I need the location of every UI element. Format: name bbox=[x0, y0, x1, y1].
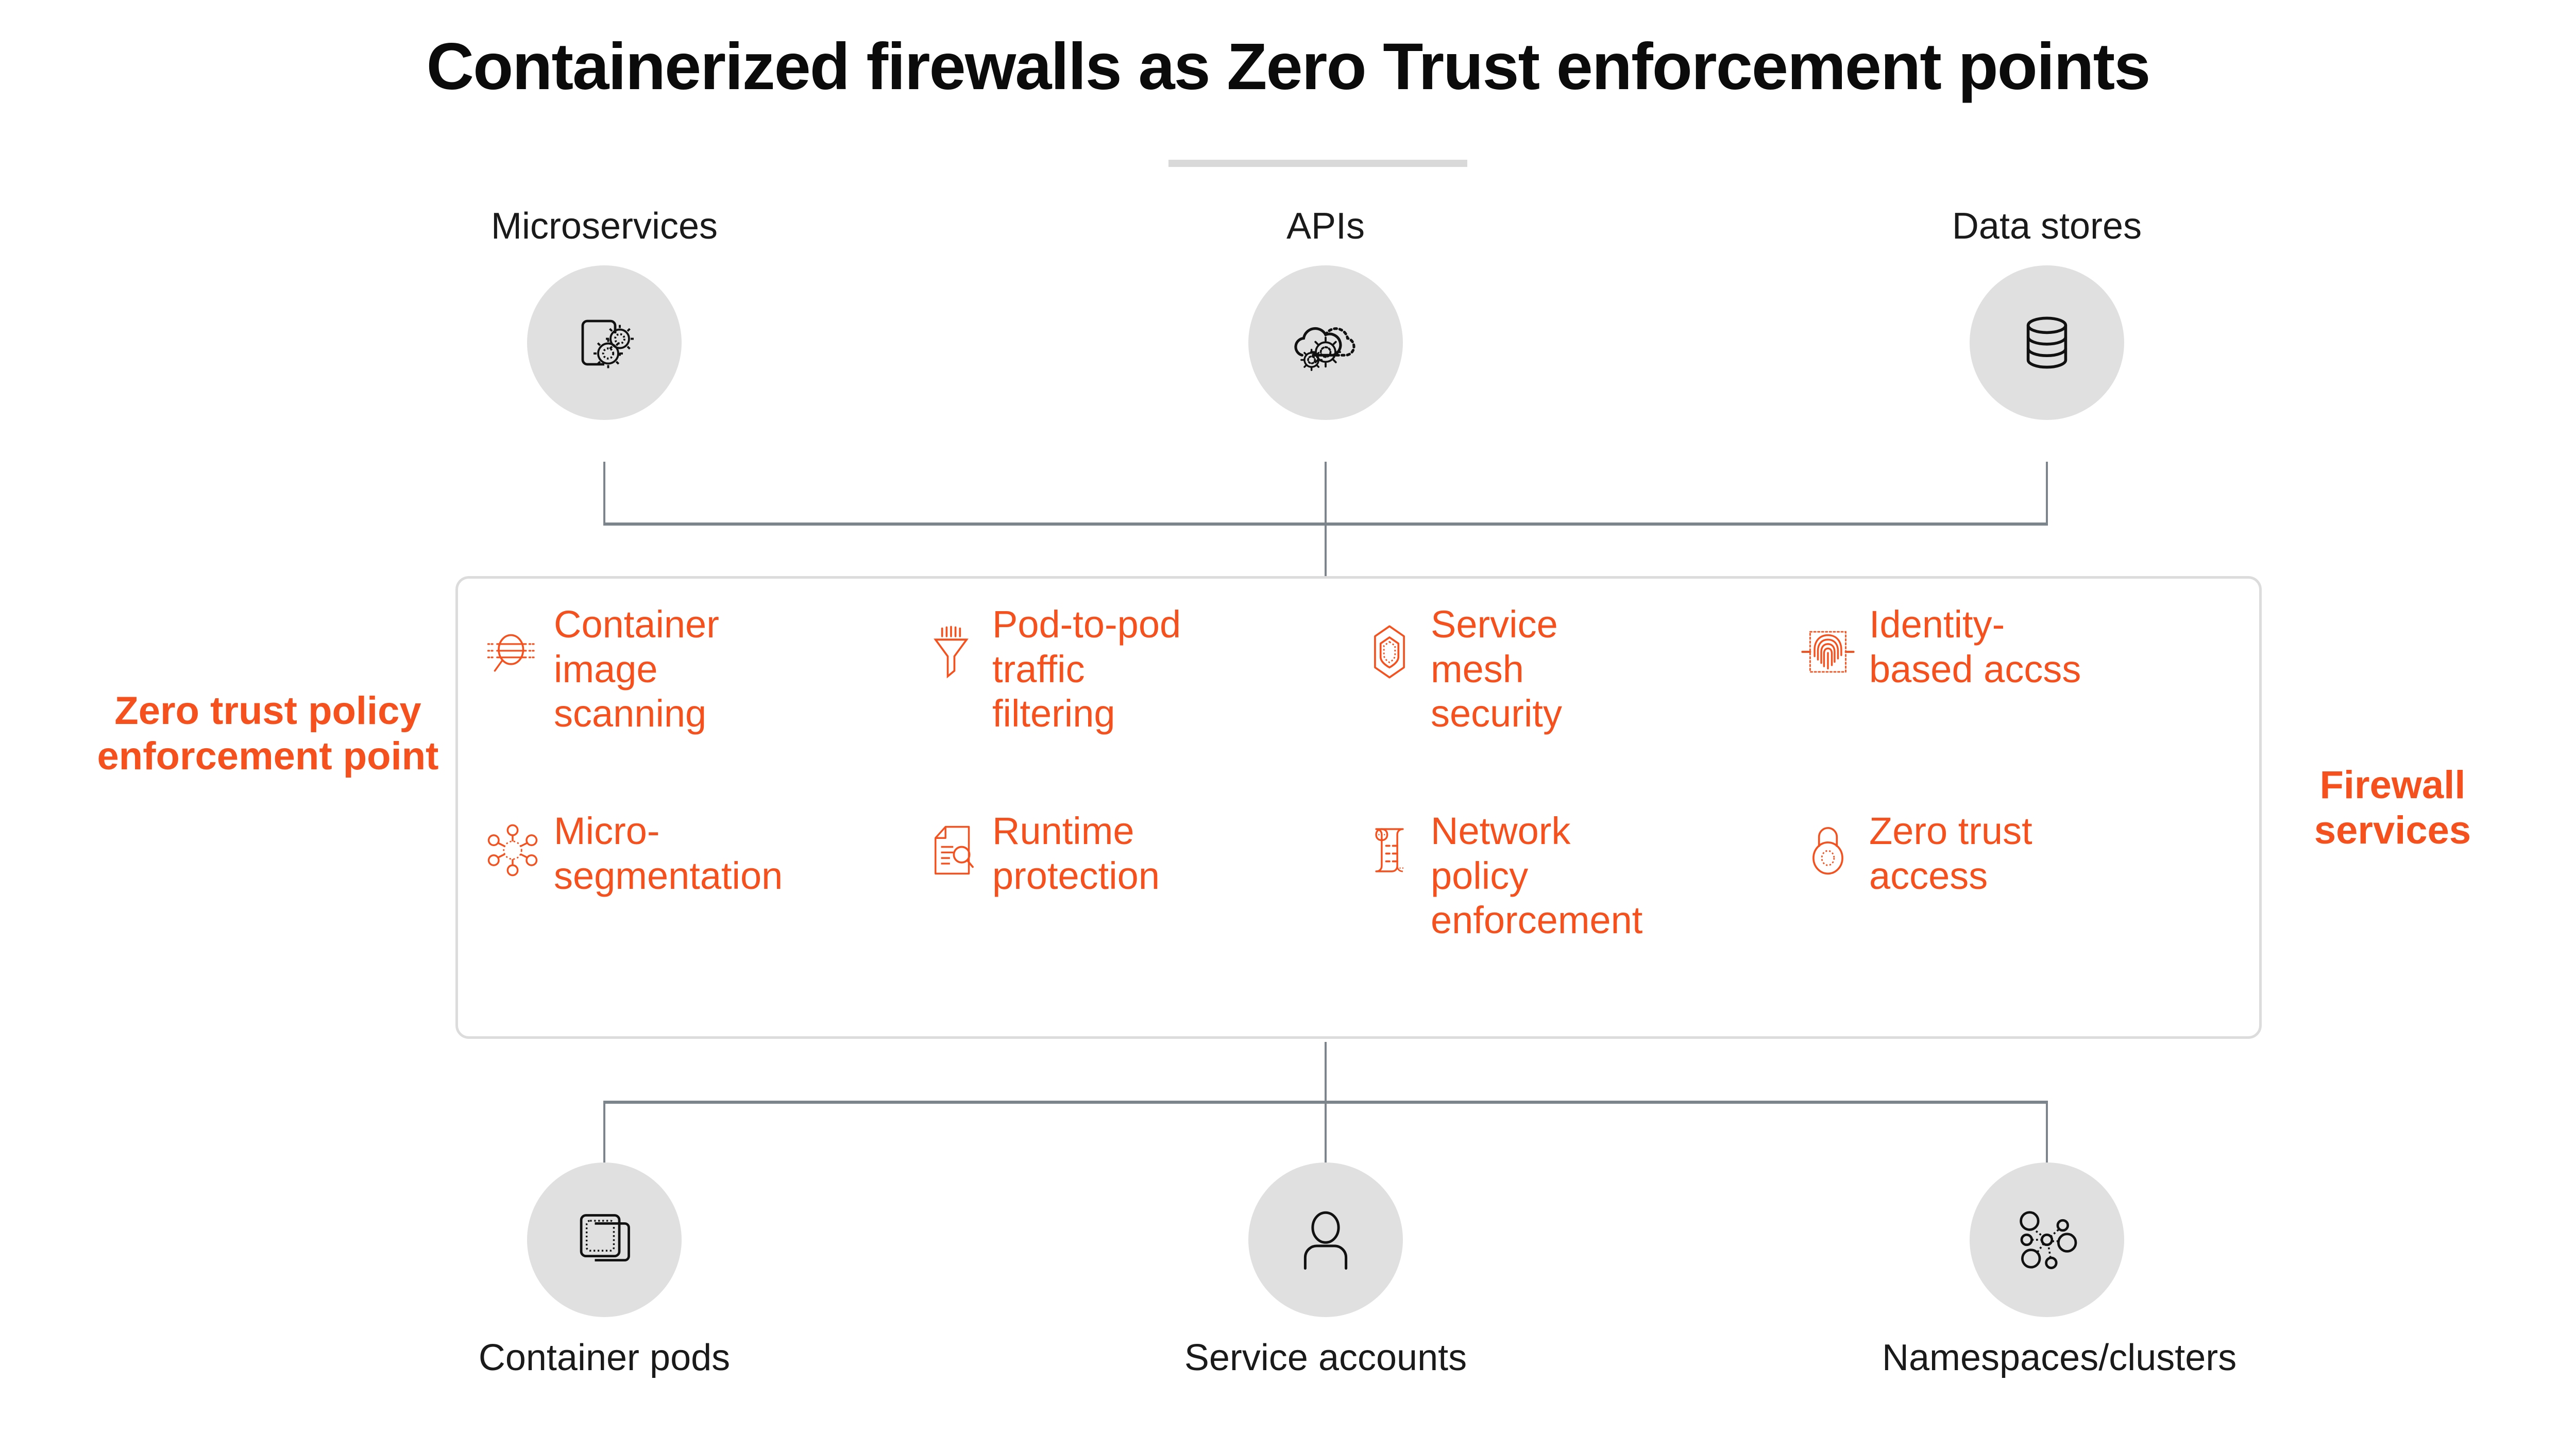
container-gears-icon bbox=[566, 304, 643, 381]
node-label: APIs bbox=[1286, 206, 1365, 247]
node-bubble bbox=[1248, 1162, 1403, 1317]
cluster-nodes-icon bbox=[2011, 1204, 2083, 1276]
firewall-service-item[interactable]: Container image scanning bbox=[485, 602, 923, 809]
firewall-service-item[interactable]: Service mesh security bbox=[1362, 602, 1800, 809]
node-bubble bbox=[527, 265, 682, 420]
connector-stem-top bbox=[1325, 523, 1327, 577]
node-bubble bbox=[1970, 265, 2124, 420]
policy-scroll-icon bbox=[1362, 822, 1417, 878]
connector-line-apis bbox=[1325, 462, 1327, 524]
document-magnifier-icon bbox=[923, 822, 979, 878]
node-label: Service accounts bbox=[1184, 1337, 1467, 1378]
fingerprint-scan-icon bbox=[1800, 624, 1856, 680]
node-bubble bbox=[527, 1162, 682, 1317]
firewall-service-item[interactable]: Network policy enforcement bbox=[1362, 809, 1800, 1016]
node-label: Microservices bbox=[490, 206, 718, 247]
firewall-service-label: Zero trust access bbox=[1869, 810, 2032, 897]
connector-line-namespaces bbox=[2046, 1101, 2048, 1162]
node-bubble bbox=[1970, 1162, 2124, 1317]
connector-line-microservices bbox=[603, 462, 605, 524]
connector-line-container-pods bbox=[603, 1101, 605, 1162]
user-person-icon bbox=[1292, 1206, 1360, 1274]
node-data-stores[interactable]: Data stores bbox=[1882, 205, 2212, 420]
firewall-service-item[interactable]: Micro-segmentation bbox=[485, 809, 923, 1016]
label-zero-trust-policy-enforcement-point: Zero trust policy enforcement point bbox=[97, 689, 439, 779]
firewall-service-label: Service mesh security bbox=[1431, 603, 1562, 735]
firewall-service-item[interactable]: Pod-to-pod traffic filtering bbox=[923, 602, 1362, 809]
node-container-pods[interactable]: Container pods bbox=[439, 1162, 769, 1379]
firewall-service-label: Runtime protection bbox=[992, 810, 1160, 897]
page-title: Containerized firewalls as Zero Trust en… bbox=[426, 30, 2151, 104]
database-cylinder-icon bbox=[2011, 307, 2083, 379]
firewall-service-label: Network policy enforcement bbox=[1431, 810, 1643, 942]
firewall-service-item[interactable]: Runtime protection bbox=[923, 809, 1362, 1016]
firewall-service-label: Container image scanning bbox=[554, 603, 719, 735]
node-microservices[interactable]: Microservices bbox=[439, 205, 769, 420]
node-namespaces-clusters[interactable]: Namespaces/clusters bbox=[1882, 1162, 2237, 1379]
padlock-icon bbox=[1800, 822, 1856, 878]
cloud-gears-icon bbox=[1286, 304, 1365, 382]
network-nodes-icon bbox=[485, 822, 540, 878]
firewall-service-item[interactable]: Zero trust access bbox=[1800, 809, 2239, 1016]
funnel-filter-icon bbox=[923, 624, 979, 680]
node-label: Container pods bbox=[478, 1337, 731, 1378]
connector-line-service-accounts bbox=[1325, 1101, 1327, 1162]
node-label: Namespaces/clusters bbox=[1882, 1337, 2237, 1378]
firewall-service-item[interactable]: Identity-based accss bbox=[1800, 602, 2239, 809]
shield-hexagon-icon bbox=[1362, 624, 1417, 680]
magnifier-scan-icon bbox=[485, 624, 540, 680]
node-bubble bbox=[1248, 265, 1403, 420]
connector-stem-bottom bbox=[1325, 1042, 1327, 1103]
title-accent-rule bbox=[1168, 160, 1467, 167]
firewall-service-label: Micro-segmentation bbox=[554, 810, 783, 897]
firewall-service-label: Identity-based accss bbox=[1869, 603, 2081, 690]
node-label: Data stores bbox=[1952, 206, 2142, 247]
stacked-cards-icon bbox=[570, 1206, 638, 1274]
label-firewall-services: Firewall services bbox=[2314, 763, 2471, 853]
zero-trust-policy-enforcement-panel: Container image scanning Pod-to-pod traf… bbox=[455, 576, 2262, 1039]
connector-line-data-stores bbox=[2046, 462, 2048, 524]
node-service-accounts[interactable]: Service accounts bbox=[1161, 1162, 1490, 1379]
node-apis[interactable]: APIs bbox=[1161, 205, 1490, 420]
firewall-service-label: Pod-to-pod traffic filtering bbox=[992, 603, 1181, 735]
